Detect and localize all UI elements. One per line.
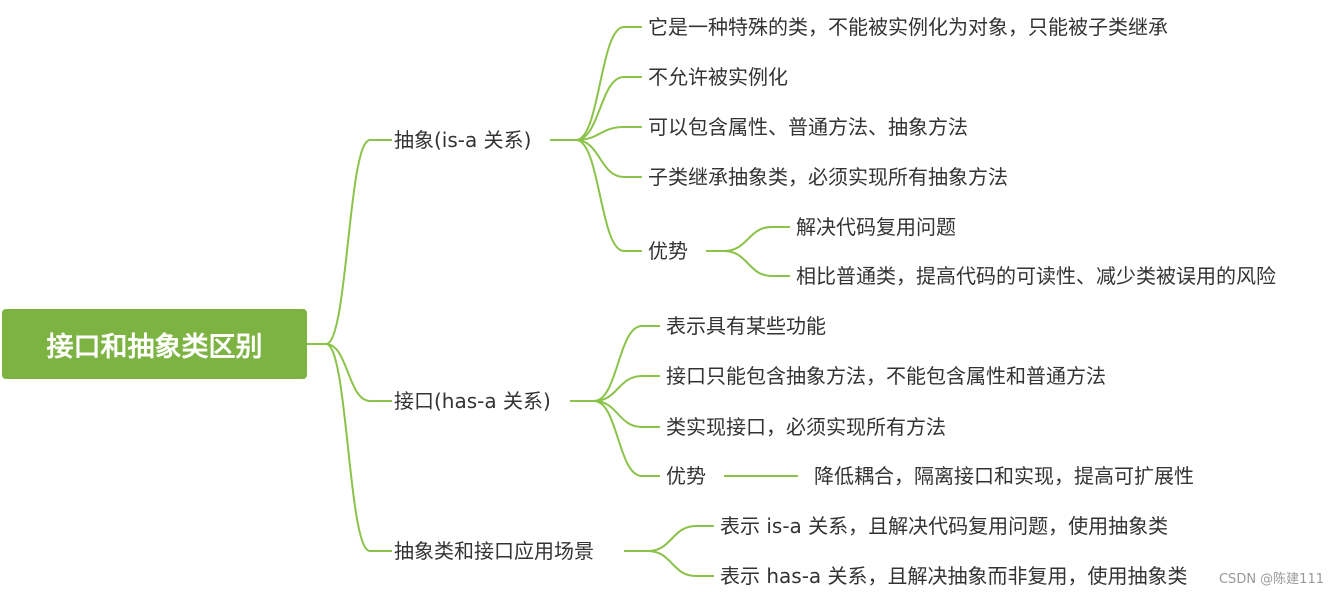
root-node[interactable]: 接口和抽象类区别 — [2, 309, 307, 379]
interface-item-1[interactable]: 表示具有某些功能 — [666, 314, 826, 338]
abstract-item-2[interactable]: 不允许被实例化 — [648, 65, 788, 89]
abstract-advantage-item-2[interactable]: 相比普通类，提高代码的可读性、减少类被误用的风险 — [796, 264, 1276, 288]
scenario-item-2[interactable]: 表示 has-a 关系，且解决抽象而非复用，使用抽象类 — [720, 564, 1188, 588]
interface-advantage-item-1[interactable]: 降低耦合，隔离接口和实现，提高可扩展性 — [814, 464, 1194, 488]
abstract-item-4[interactable]: 子类继承抽象类，必须实现所有抽象方法 — [648, 165, 1008, 189]
abstract-advantage[interactable]: 优势 — [648, 239, 688, 263]
abstract-item-3[interactable]: 可以包含属性、普通方法、抽象方法 — [648, 115, 968, 139]
root-label: 接口和抽象类区别 — [46, 331, 263, 363]
scenario-item-1[interactable]: 表示 is-a 关系，且解决代码复用问题，使用抽象类 — [720, 514, 1169, 538]
watermark: CSDN @陈建111 — [1218, 572, 1324, 587]
abstract-advantage-item-1[interactable]: 解决代码复用问题 — [796, 215, 956, 239]
interface-item-3[interactable]: 类实现接口，必须实现所有方法 — [666, 415, 946, 439]
branch-abstract[interactable]: 抽象(is-a 关系) — [394, 128, 532, 152]
branch-scenario[interactable]: 抽象类和接口应用场景 — [394, 539, 594, 563]
interface-advantage[interactable]: 优势 — [666, 464, 706, 488]
abstract-item-1[interactable]: 它是一种特殊的类，不能被实例化为对象，只能被子类继承 — [648, 15, 1168, 39]
branch-interface[interactable]: 接口(has-a 关系) — [394, 389, 551, 413]
interface-item-2[interactable]: 接口只能包含抽象方法，不能包含属性和普通方法 — [666, 364, 1106, 388]
